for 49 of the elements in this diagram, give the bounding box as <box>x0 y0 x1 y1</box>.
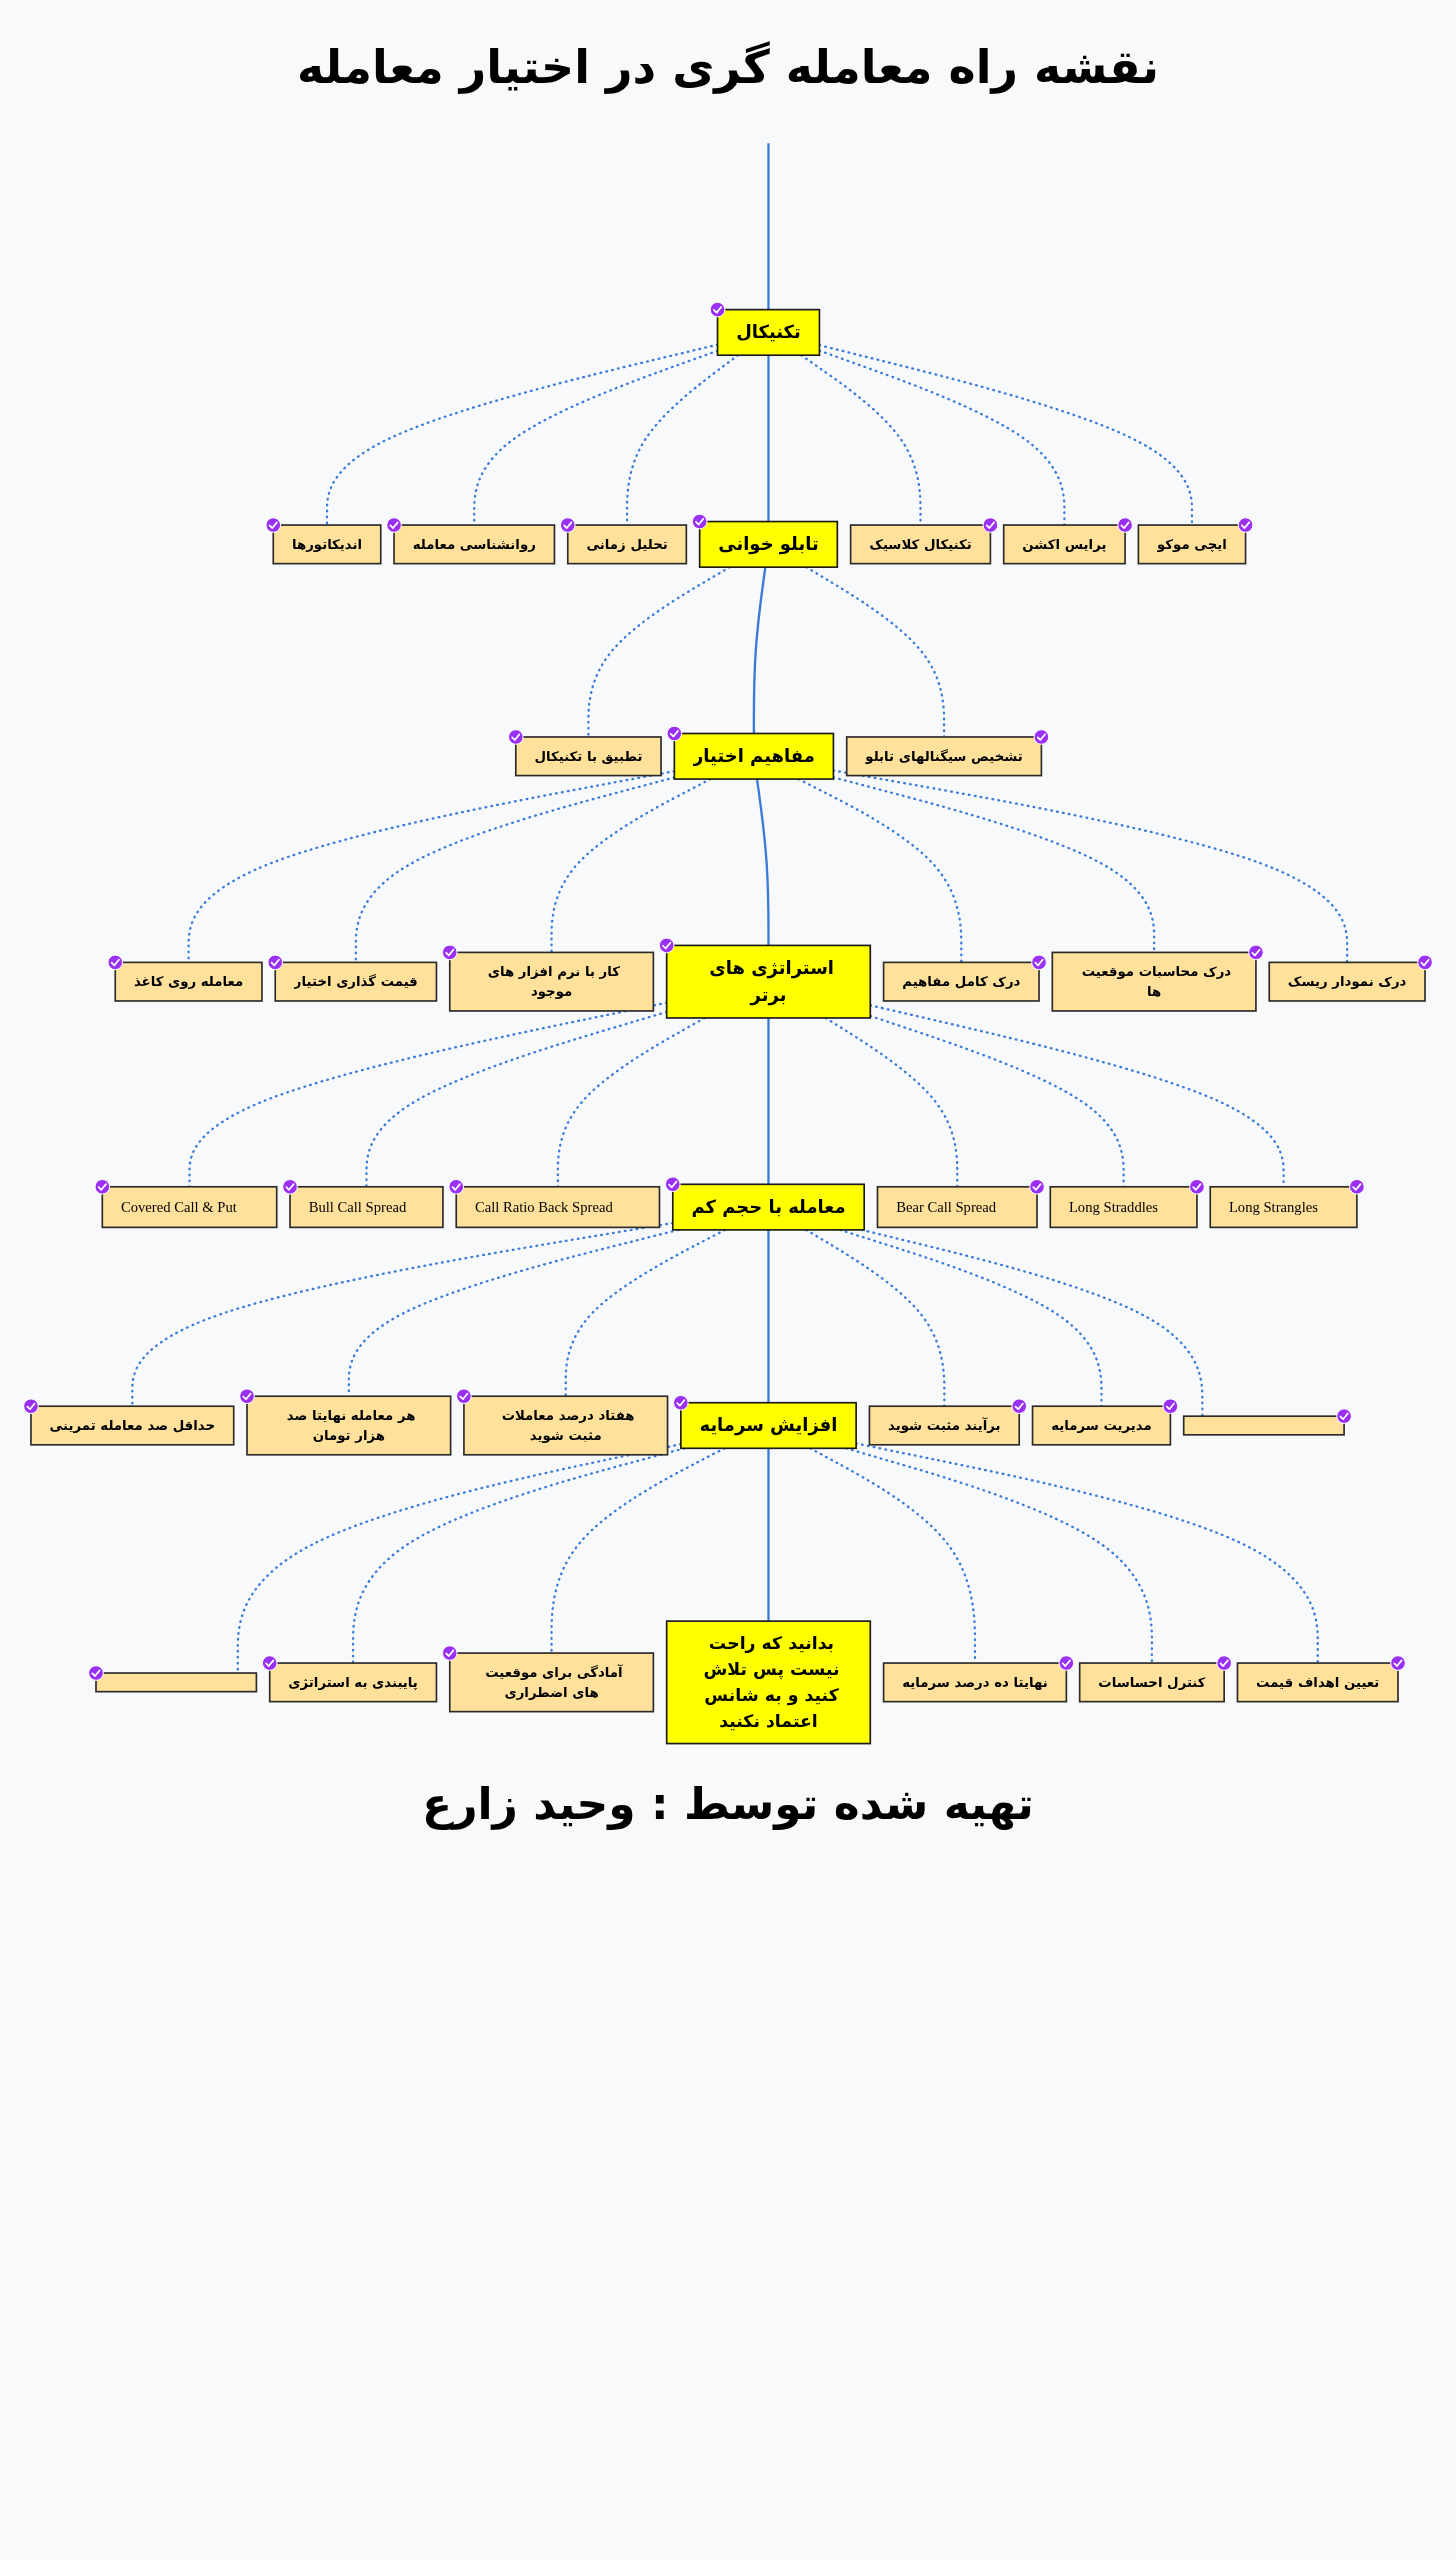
node-box: معامله روی کاغذ <box>114 961 263 1002</box>
connector <box>767 1448 770 1622</box>
node-box: تطبیق با تکنیکال <box>514 736 662 777</box>
node-box: تحلیل زمانی <box>566 524 688 565</box>
node-box: Covered Call & Put <box>101 1185 278 1229</box>
caption: تهیه شده توسط : وحید زارع <box>421 1777 1035 1832</box>
node-box: Long Strangles <box>1209 1185 1358 1229</box>
node-box: آمادگی برای موقعیت های اضطراری <box>448 1652 655 1713</box>
connector <box>824 1016 959 1188</box>
connector <box>755 778 770 946</box>
node-box: برآیند مثبت شوید <box>868 1405 1021 1446</box>
node-box: قیمت گذاری اختیار <box>274 961 438 1002</box>
node-box: کار با نرم افزار های موجود <box>448 951 655 1012</box>
node-box: هفتاد درصد معاملات مثبت شوید <box>463 1395 669 1456</box>
node-box: Long Straddles <box>1049 1185 1198 1229</box>
node-box: ایچی موکو <box>1137 524 1247 565</box>
title: نقشه راه معامله گری در اختیار معامله <box>295 39 1161 96</box>
node-box: معامله با حجم کم <box>671 1183 866 1231</box>
node-box: هر معامله نهایتا صد هزار تومان <box>246 1395 452 1456</box>
node-box: درک محاسبات موقعیت ها <box>1051 951 1257 1012</box>
node-box: تشخیص سیگنالهای تابلو <box>845 736 1043 777</box>
node-box: مدیریت سرمایه <box>1031 1405 1172 1446</box>
node-box: روانشناسی معامله <box>393 524 556 565</box>
node-box: اندیکاتورها <box>272 524 382 565</box>
node-box: درک کامل مفاهیم <box>882 961 1040 1002</box>
node-box: تکنیکال کلاسیک <box>849 524 992 565</box>
node-box: نهایتا ده درصد سرمایه <box>882 1662 1068 1703</box>
connector <box>767 1017 770 1185</box>
connector <box>767 355 770 522</box>
node-box <box>1182 1415 1345 1436</box>
node-box: Bull Call Spread <box>289 1185 444 1229</box>
node-box: کنترل احساسات <box>1078 1662 1225 1703</box>
node-box: حداقل صد معامله تمرینی <box>30 1405 235 1446</box>
connector <box>767 1229 770 1403</box>
node-box: درک نمودار ریسک <box>1268 961 1426 1002</box>
connector <box>752 567 767 734</box>
node-box: استراتژی های برتر <box>665 944 872 1019</box>
node-box: مفاهیم اختیار <box>673 732 835 780</box>
node-box: پایبندی به استراتژی <box>268 1662 438 1703</box>
node-box: بدانید که راحت نیست پس تلاش کنید و به شانس اعتماد نکنید <box>665 1620 872 1745</box>
node-box: تعیین اهداف قیمت <box>1236 1662 1399 1703</box>
node-box: پرایس اکشن <box>1002 524 1126 565</box>
node-box: Bear Call Spread <box>876 1185 1038 1229</box>
node-box: Call Ratio Back Spread <box>455 1185 661 1229</box>
node-box: تابلو خوانی <box>698 520 839 568</box>
node-box: افزایش سرمایه <box>680 1401 857 1450</box>
node-box <box>95 1672 258 1693</box>
node-box: تکنیکال <box>716 308 821 357</box>
connector <box>767 143 770 310</box>
